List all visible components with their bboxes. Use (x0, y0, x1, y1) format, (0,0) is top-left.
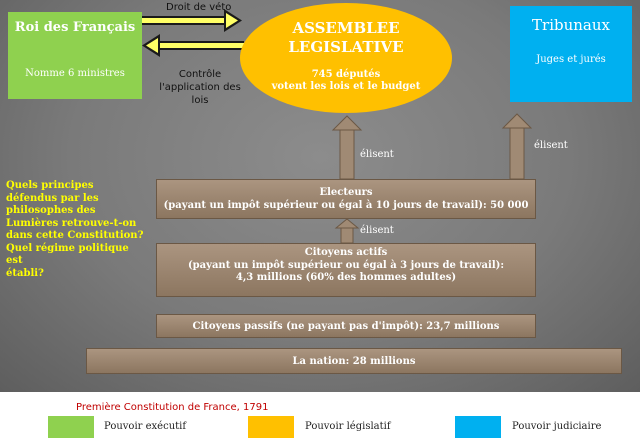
question-line7: établi? (6, 267, 44, 279)
up-arrow-electeurs (334, 218, 360, 244)
controle-label: Contrôle l'application des lois (150, 68, 250, 107)
bar-nation: La nation: 28 millions (86, 348, 622, 374)
legend-swatch-judiciaire (455, 416, 501, 438)
question-line5: dans cette Constitution? (6, 230, 144, 241)
roi-box: Roi des Français Nomme 6 ministres (8, 12, 142, 99)
actifs-line3: 4,3 millions (60% des hommes adultes) (235, 272, 457, 283)
assemblee-sub-line1: 745 députés (311, 69, 381, 80)
legend-swatch-executif (48, 416, 94, 438)
question-line1: Quels principes (6, 180, 94, 191)
footer (0, 392, 640, 442)
controle-arrow (142, 34, 244, 57)
question-line6: Quel régime politique est (6, 242, 129, 267)
up-arrow-tribunaux (501, 113, 533, 180)
up-arrow-assemblee (331, 115, 363, 180)
legend-label-executif: Pouvoir exécutif (104, 421, 187, 432)
roi-title: Roi des Français (14, 20, 136, 35)
tribunaux-title: Tribunaux (532, 16, 610, 34)
question-line3: philosophes des (6, 205, 96, 216)
legend-label-judiciaire: Pouvoir judiciaire (512, 421, 602, 432)
assemblee-ellipse: ASSEMBLEE LEGISLATIVE 745 députés votent… (240, 3, 452, 113)
legend-swatch-legislatif (248, 416, 294, 438)
actifs-line2: (payant un impôt supérieur ou égal à 3 j… (187, 259, 505, 271)
controle-line2: l'application des (159, 82, 241, 93)
electeurs-line2: (payant un impôt supérieur ou égal à 10 … (163, 200, 529, 211)
tribunaux-subtitle: Juges et jurés (536, 54, 606, 65)
question-text: Quels principes défendus par les philoso… (6, 180, 146, 280)
nation-text: La nation: 28 millions (292, 356, 416, 367)
bar-citoyens-passifs: Citoyens passifs (ne payant pas d'impôt)… (156, 314, 536, 338)
elisent-label-tribunaux: élisent (534, 140, 568, 151)
actifs-line1: Citoyens actifs (304, 247, 388, 258)
veto-arrow (142, 9, 242, 32)
question-line2: défendus par les (6, 192, 99, 204)
passifs-text: Citoyens passifs (ne payant pas d'impôt)… (192, 321, 500, 332)
elisent-label-electeurs: élisent (360, 225, 394, 236)
electeurs-line1: Electeurs (319, 187, 373, 198)
question-line4: Lumières retrouve-t-on (6, 217, 137, 229)
bar-citoyens-actifs: Citoyens actifs (payant un impôt supérie… (156, 243, 536, 297)
assemblee-title-line2: LEGISLATIVE (288, 38, 404, 56)
footer-title: Première Constitution de France, 1791 (76, 402, 269, 413)
assemblee-subtitle: 745 députés votent les lois et le budget (240, 69, 452, 93)
legend-label-legislatif: Pouvoir législatif (305, 421, 391, 432)
assemblee-title-line1: ASSEMBLEE (292, 19, 400, 37)
veto-label: Droit de véto (166, 2, 232, 13)
controle-line1: Contrôle (178, 69, 222, 80)
controle-line3: lois (191, 95, 209, 106)
assemblee-title: ASSEMBLEE LEGISLATIVE (240, 19, 452, 57)
roi-subtitle: Nomme 6 ministres (25, 68, 125, 79)
tribunaux-box: Tribunaux Juges et jurés (510, 6, 632, 102)
bar-electeurs: Electeurs (payant un impôt supérieur ou … (156, 179, 536, 219)
elisent-label-assemblee: élisent (360, 149, 394, 160)
assemblee-sub-line2: votent les lois et le budget (271, 81, 421, 92)
